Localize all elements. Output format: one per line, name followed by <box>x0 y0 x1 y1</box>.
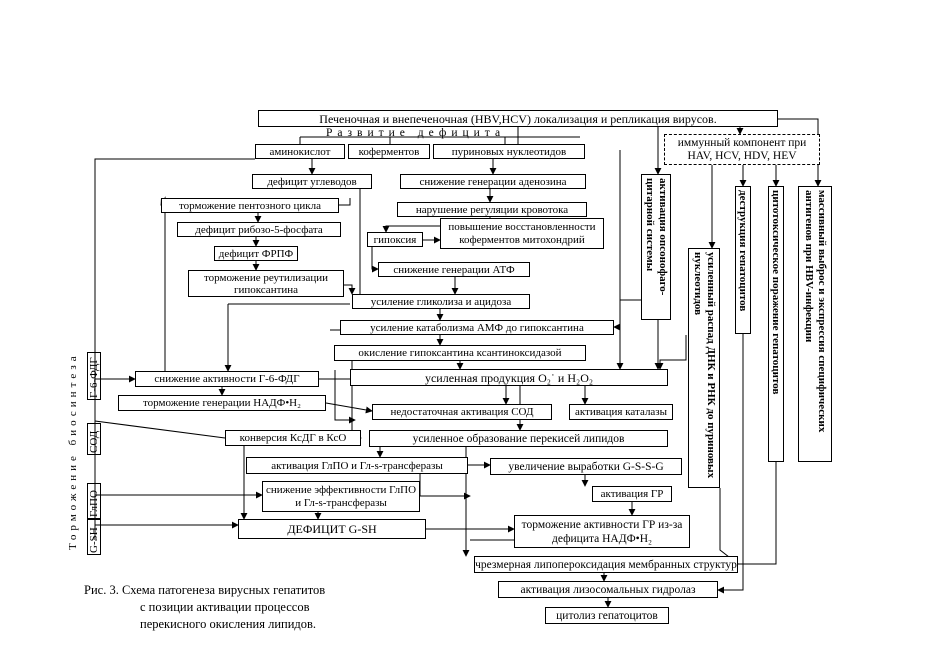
opsonophagocytic-box: активация опсонофаго-цитарной системы <box>641 174 671 320</box>
cytolysis-box: цитолиз гепатоцитов <box>545 607 669 624</box>
lipid-peroxide-box: усиленное образование перекисей липидов <box>369 430 668 447</box>
reutilization-box: торможение реутилизации гипоксантина <box>188 270 344 297</box>
glycolysis-box: усиление гликолиза и ацидоза <box>352 294 530 309</box>
gssg-box: увеличение выработки G-S-S-G <box>490 458 682 475</box>
catalase-box: активация каталазы <box>569 404 673 420</box>
gr-activation-box: активация ГР <box>592 486 672 502</box>
destruction-to-lyso <box>717 334 744 594</box>
amino-acids-box: аминокислот <box>255 144 345 159</box>
gr-inhibition-box: торможение активности ГР из-за дефицита … <box>514 515 690 548</box>
g6pd-activity-box: снижение активности Г-6-ФДГ <box>135 371 319 387</box>
coenzyme-recovery-box: повышение восстановленности коферментов … <box>440 218 604 249</box>
carb-deficit-box: дефицит углеводов <box>252 174 372 189</box>
adenosine-box: снижение генерации аденозина <box>400 174 586 189</box>
antigen-expression-box: массивный выброс и экспрессия специфичес… <box>798 186 832 462</box>
membrane-peroxidation-box: чрезмерная липопероксидация мембранных с… <box>474 556 738 573</box>
ribose-box: дефицит рибозо-5-фосфата <box>177 222 341 237</box>
xanthine-oxidase-box: окисление гипоксантина ксантиноксидазой <box>334 345 586 361</box>
nadph-generation-box: торможение генерации НАДФ•H₂ <box>118 395 326 411</box>
left-spine <box>94 158 255 540</box>
g6pd-label: Г-6-ФДГ <box>87 352 101 400</box>
cytotoxic-to-membrane <box>738 462 777 565</box>
reutil-to-glyco <box>344 284 356 295</box>
purine-nucleotides-box: пуриновых нуклеотидов <box>433 144 585 159</box>
oxygen-production-box: усиленная продукция O₂˙ и H₂O₂ <box>350 369 668 386</box>
g6pd-to-sod-down <box>334 370 356 424</box>
figure-caption: Рис. 3. Схема патогенеза вирусных гепати… <box>84 582 325 633</box>
nadph-to-sod <box>325 402 373 414</box>
glpo-activation-box: активация ГлПО и Гл-s-трансферазы <box>246 457 468 474</box>
deficit-heading: Развитие дефицита <box>326 127 506 139</box>
hepatocyte-destruction-box: деструкция гепатоцитов <box>735 186 751 334</box>
hypoxia-to-atp <box>371 247 379 273</box>
pentose-cycle-box: торможение пентозного цикла <box>161 198 339 213</box>
amp-catabolism-box: усиление катаболизма АМФ до гипоксантина <box>340 320 614 335</box>
dna-to-o2 <box>656 335 687 370</box>
hypoxia-box: гипоксия <box>367 232 423 247</box>
ksdg-box: конверсия КсДГ в КсО <box>225 430 361 446</box>
atp-box: снижение генерации АТФ <box>378 262 530 277</box>
immune-component-box: иммунный компонент при HAV, HCV, HDV, HE… <box>664 134 820 165</box>
coenzymes-box: коферментов <box>348 144 430 159</box>
spine-sod <box>94 420 226 439</box>
sod-activation-box: недостаточная активация СОД <box>372 404 552 420</box>
cytotoxic-damage-box: цитотоксическое поражение гепатоцитов <box>768 186 784 462</box>
gsh-deficit-box: ДЕФИЦИТ G-SH <box>238 519 426 539</box>
caption-line-3: перекисного окисления липидов. <box>140 617 317 631</box>
gsh-label: G-SH <box>87 519 101 555</box>
dna-rna-breakdown-box: усиленный распад ДНК и РНК до пуриновых … <box>688 248 720 488</box>
caption-line-2: с позиции активации процессов <box>140 600 310 614</box>
glpo-efficiency-box: снижение эффективности ГлПО и Гл-s-транс… <box>262 481 420 512</box>
replication-box: Печеночная и внепеченочная (HBV,HCV) лок… <box>258 110 778 127</box>
pent-joint <box>339 198 351 206</box>
caption-line-1: Рис. 3. Схема патогенеза вирусных гепати… <box>84 583 326 597</box>
blood-flow-box: нарушение регуляции кровотока <box>397 202 587 217</box>
sod-label: СОД <box>87 423 101 455</box>
biosynthesis-inhibition-label: Торможение биосинтеза <box>67 352 79 550</box>
lysosomal-box: активация лизосомальных гидролаз <box>498 581 718 598</box>
glpo-label: ГлПО <box>87 483 101 519</box>
frpf-box: дефицит ФРПФ <box>214 246 298 261</box>
